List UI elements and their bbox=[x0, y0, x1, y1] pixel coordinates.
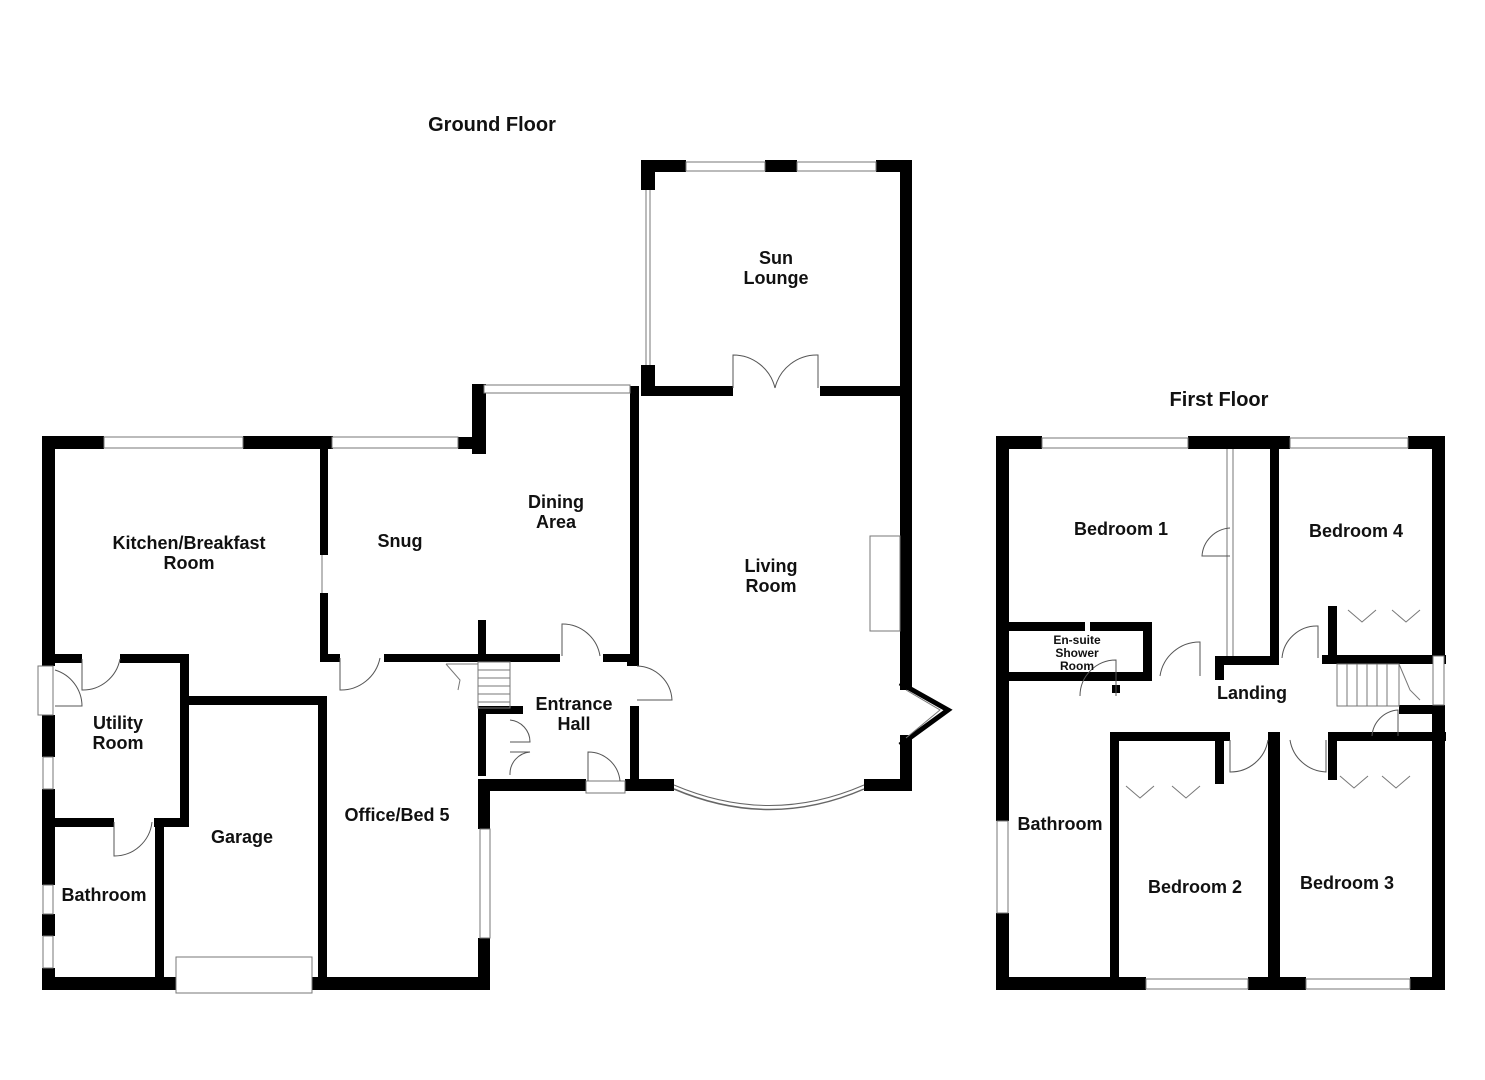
first-floor-title: First Floor bbox=[1170, 389, 1269, 411]
room-label-sun-lounge: Sun bbox=[759, 248, 793, 268]
first-floor-stairs bbox=[1336, 663, 1421, 707]
room-label-bedroom1: Bedroom 1 bbox=[1074, 519, 1168, 539]
room-label-office: Office/Bed 5 bbox=[344, 805, 449, 825]
room-label-first-bathroom: Bathroom bbox=[1018, 814, 1103, 834]
bay-window bbox=[673, 680, 953, 811]
room-label-sun-lounge-2: Lounge bbox=[744, 268, 809, 288]
floor-titles: Ground Floor First Floor bbox=[428, 114, 1269, 411]
room-labels: Sun Lounge Kitchen/Breakfast Room Snug D… bbox=[62, 248, 1404, 905]
room-label-ground-bathroom: Bathroom bbox=[62, 885, 147, 905]
room-label-entrance-2: Hall bbox=[557, 714, 590, 734]
first-floor-doors bbox=[1079, 527, 1421, 799]
room-label-entrance: Entrance bbox=[535, 694, 612, 714]
room-label-snug: Snug bbox=[378, 531, 423, 551]
ground-floor-doors bbox=[54, 354, 819, 857]
room-label-dining: Dining bbox=[528, 492, 584, 512]
room-label-ensuite-2: Shower bbox=[1055, 646, 1099, 660]
room-label-living-2: Room bbox=[746, 576, 797, 596]
fireplace bbox=[869, 535, 901, 632]
room-label-bedroom4: Bedroom 4 bbox=[1309, 521, 1403, 541]
ground-floor-title: Ground Floor bbox=[428, 114, 556, 136]
room-label-landing: Landing bbox=[1217, 683, 1287, 703]
room-label-bedroom2: Bedroom 2 bbox=[1148, 877, 1242, 897]
first-floor-windows bbox=[996, 437, 1445, 990]
room-label-dining-2: Area bbox=[536, 512, 577, 532]
ground-floor-windows bbox=[37, 161, 877, 994]
room-label-bedroom3: Bedroom 3 bbox=[1300, 873, 1394, 893]
room-label-utility-2: Room bbox=[93, 733, 144, 753]
first-floor-walls bbox=[996, 436, 1446, 990]
ground-floor-stairs bbox=[445, 661, 511, 709]
room-label-utility: Utility bbox=[93, 713, 143, 733]
room-label-ensuite: En-suite bbox=[1053, 633, 1101, 647]
ground-floor-walls bbox=[42, 160, 912, 990]
room-label-ensuite-3: Room bbox=[1060, 659, 1094, 673]
room-label-living: Living bbox=[745, 556, 798, 576]
room-label-kitchen: Kitchen/Breakfast bbox=[112, 533, 265, 553]
room-label-garage: Garage bbox=[211, 827, 273, 847]
room-label-kitchen-2: Room bbox=[164, 553, 215, 573]
